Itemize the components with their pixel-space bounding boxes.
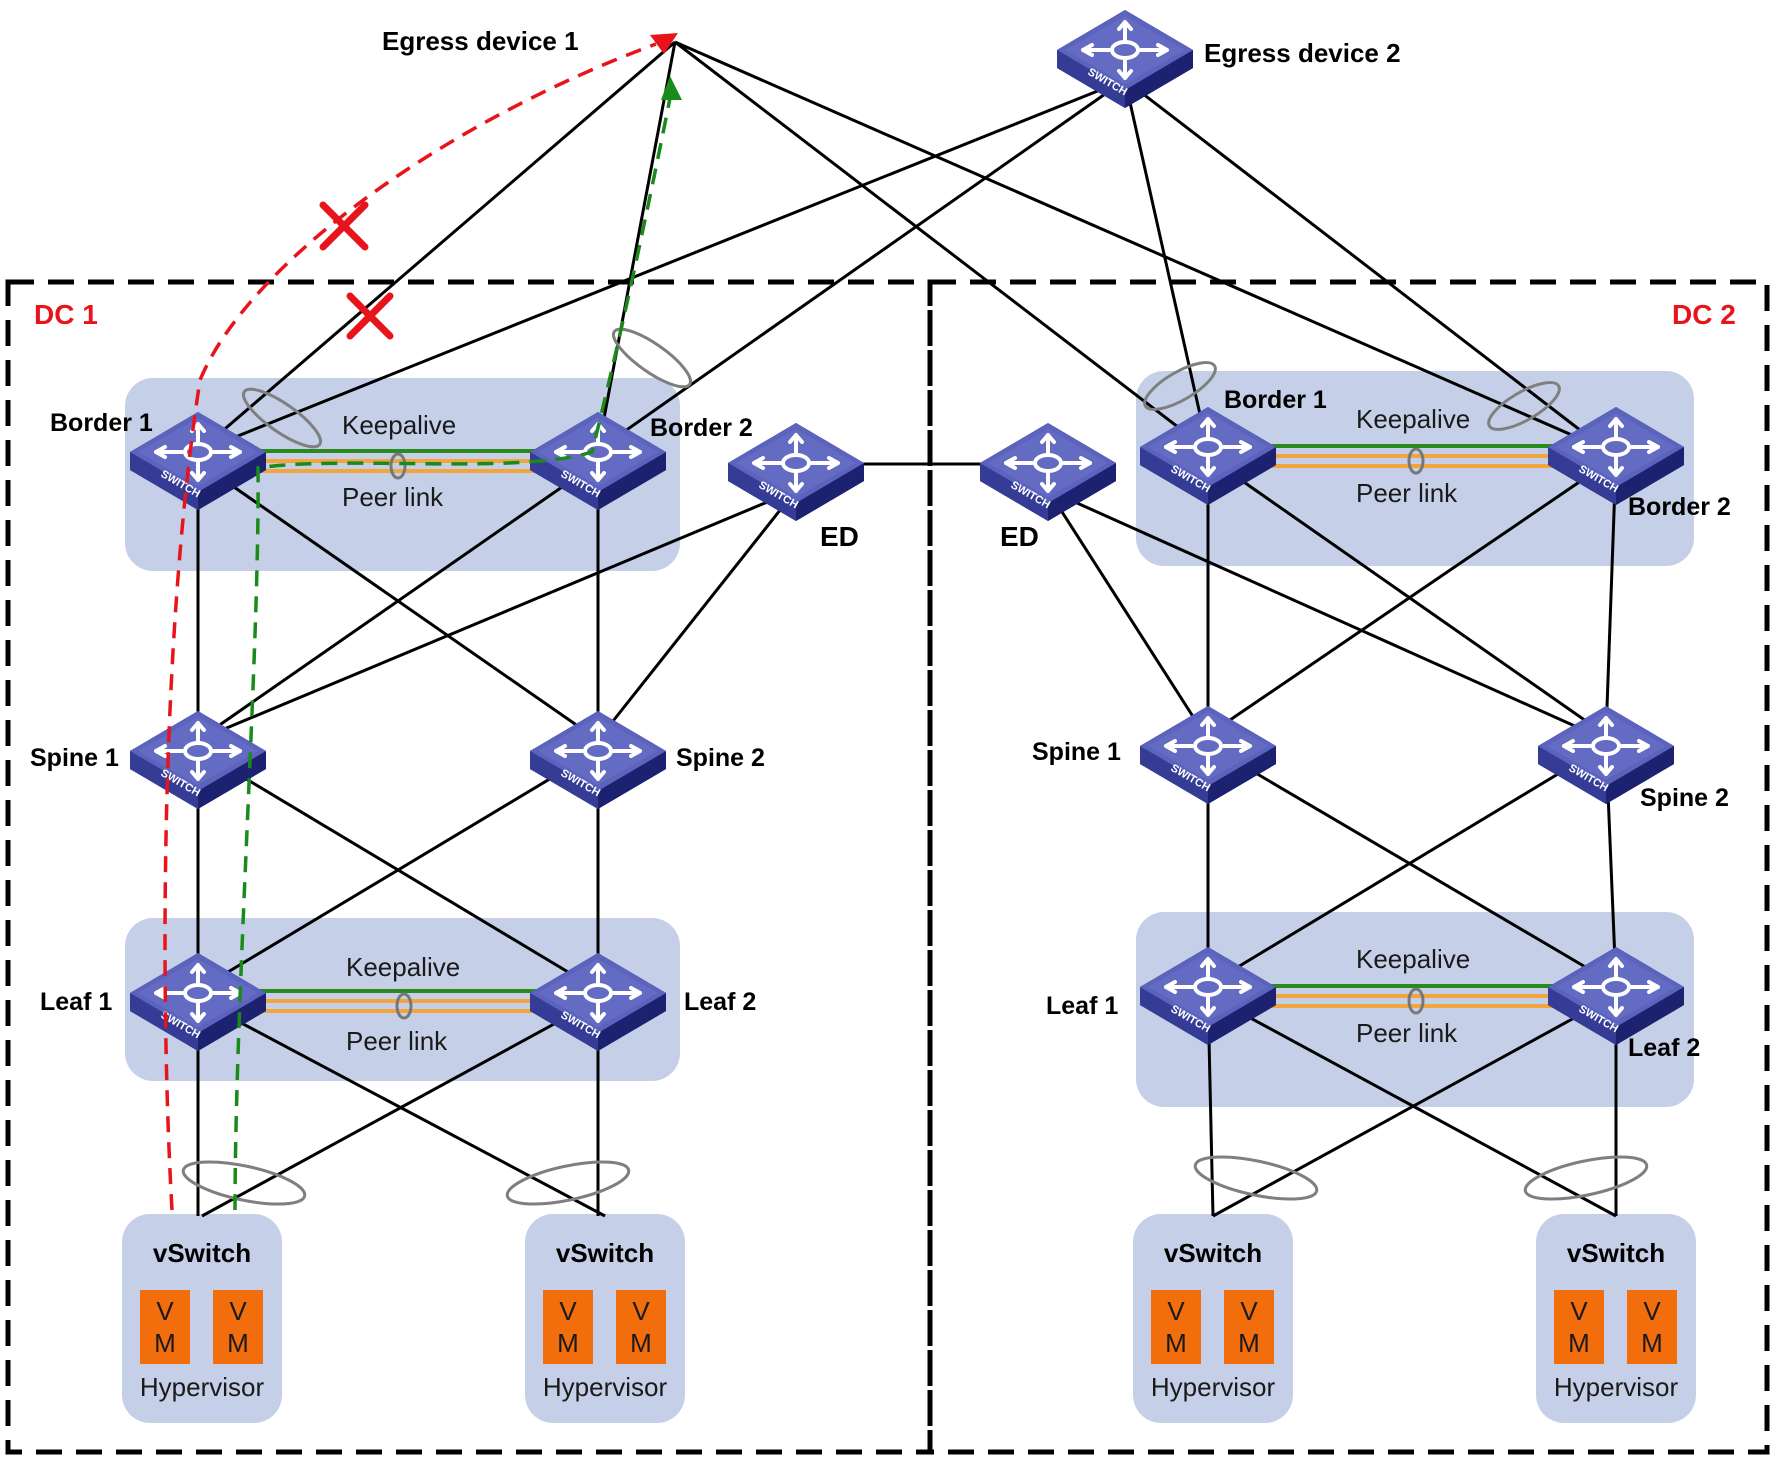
vm-m-label: M: [227, 1328, 249, 1358]
dc1-host2: vSwitch V M V M Hypervisor: [543, 1238, 668, 1402]
dc2-spine2-label: Spine 2: [1640, 784, 1729, 812]
backup-path-arrowhead-icon: [661, 76, 682, 100]
dc1-border-keepalive-label: Keepalive: [342, 410, 456, 440]
egress-device-1-marker-icon: [650, 33, 678, 54]
dc1-border1-label: Border 1: [50, 409, 153, 437]
dc1-leaf1-label: Leaf 1: [40, 988, 112, 1016]
vm-icon: [1627, 1290, 1677, 1364]
vm-icon: [1554, 1290, 1604, 1364]
vswitch-label: vSwitch: [1567, 1238, 1665, 1268]
vm-icon: [213, 1290, 263, 1364]
dc1-leaf-peer-link: [240, 989, 556, 1020]
hypervisor-label: Hypervisor: [1554, 1372, 1679, 1402]
dc2-title: DC 2: [1672, 299, 1736, 330]
dc2-boundary: [927, 279, 1770, 1455]
vm-v-label: V: [156, 1296, 174, 1326]
vswitch-label: vSwitch: [556, 1238, 654, 1268]
vm-m-label: M: [1165, 1328, 1187, 1358]
dc1-border-peerlink-label: Peer link: [342, 482, 444, 512]
dc2-leaf2-label: Leaf 2: [1628, 1034, 1700, 1062]
vm-v-label: V: [1240, 1296, 1258, 1326]
dc2-leaf-group: [1136, 912, 1694, 1107]
vm-m-label: M: [1238, 1328, 1260, 1358]
vswitch-label: vSwitch: [153, 1238, 251, 1268]
dc1-ed-label: ED: [820, 521, 859, 552]
dc1-host2-box: [525, 1214, 685, 1423]
dc1-title: DC 1: [34, 299, 98, 330]
dc1-spine2-label: Spine 2: [676, 744, 765, 772]
vm-icon: [543, 1290, 593, 1364]
dc2-host1-box: [1133, 1214, 1293, 1423]
failed-traffic-path: [163, 42, 657, 1211]
dc2-leaf1-label: Leaf 1: [1046, 992, 1118, 1020]
dc2-border-keepalive-label: Keepalive: [1356, 404, 1470, 434]
hypervisor-label: Hypervisor: [1151, 1372, 1276, 1402]
vm-icon: [1224, 1290, 1274, 1364]
vm-v-label: V: [229, 1296, 247, 1326]
dc2-leaf-keepalive-label: Keepalive: [1356, 944, 1470, 974]
dc2-border-peer-link: [1250, 444, 1574, 475]
dc1-leaf-keepalive-label: Keepalive: [346, 952, 460, 982]
egress-device-2-switch-icon: SWITCH: [1055, 8, 1195, 110]
dc1-spine1-label: Spine 1: [30, 744, 119, 772]
dc2-spine1-label: Spine 1: [1032, 738, 1121, 766]
dc2-ed-label: ED: [1000, 521, 1039, 552]
dc1-border2-label: Border 2: [650, 414, 753, 442]
vm-v-label: V: [559, 1296, 577, 1326]
link-aggregation-icon: [181, 327, 1649, 1206]
dc2-spine1-switch-icon: SWITCH: [1138, 704, 1278, 806]
vm-v-label: V: [632, 1296, 650, 1326]
dc2-host2-box: [1536, 1214, 1696, 1423]
dc1-spine2-switch-icon: SWITCH: [528, 709, 668, 811]
x-mark-icon: [319, 201, 394, 340]
hypervisor-label: Hypervisor: [543, 1372, 668, 1402]
egress-device-1-label: Egress device 1: [382, 26, 579, 56]
vm-v-label: V: [1570, 1296, 1588, 1326]
backup-traffic-path: [233, 87, 674, 1211]
vm-m-label: M: [557, 1328, 579, 1358]
dc2-border2-label: Border 2: [1628, 493, 1731, 521]
vm-m-label: M: [1641, 1328, 1663, 1358]
dc1-leaf-peerlink-label: Peer link: [346, 1026, 448, 1056]
dc2-leaf-peer-link: [1250, 984, 1574, 1015]
vm-icon: [616, 1290, 666, 1364]
dc1-spine1-switch-icon: SWITCH: [128, 709, 268, 811]
dc2-ed-switch-icon: SWITCH: [978, 421, 1118, 523]
dc1-border-peer-link: [240, 449, 556, 480]
vm-v-label: V: [1643, 1296, 1661, 1326]
vm-v-label: V: [1167, 1296, 1185, 1326]
vswitch-label: vSwitch: [1164, 1238, 1262, 1268]
dc1-host1: vSwitch V M V M Hypervisor: [140, 1238, 265, 1402]
egress-device-2-label: Egress device 2: [1204, 38, 1401, 68]
dc2-border-peerlink-label: Peer link: [1356, 478, 1458, 508]
vm-m-label: M: [1568, 1328, 1590, 1358]
dc1-host1-box: [122, 1214, 282, 1423]
dc1-leaf2-label: Leaf 2: [684, 988, 756, 1016]
vm-m-label: M: [630, 1328, 652, 1358]
dc1-boundary: [5, 279, 933, 1455]
hypervisor-label: Hypervisor: [140, 1372, 265, 1402]
vm-icon: [1151, 1290, 1201, 1364]
vm-m-label: M: [154, 1328, 176, 1358]
dc2-border-group: [1136, 371, 1694, 566]
dc2-host2: vSwitch V M V M Hypervisor: [1554, 1238, 1679, 1402]
vm-icon: [140, 1290, 190, 1364]
dc2-leaf-peerlink-label: Peer link: [1356, 1018, 1458, 1048]
dc2-host1: vSwitch V M V M Hypervisor: [1151, 1238, 1276, 1402]
dc2-border1-label: Border 1: [1224, 386, 1327, 414]
